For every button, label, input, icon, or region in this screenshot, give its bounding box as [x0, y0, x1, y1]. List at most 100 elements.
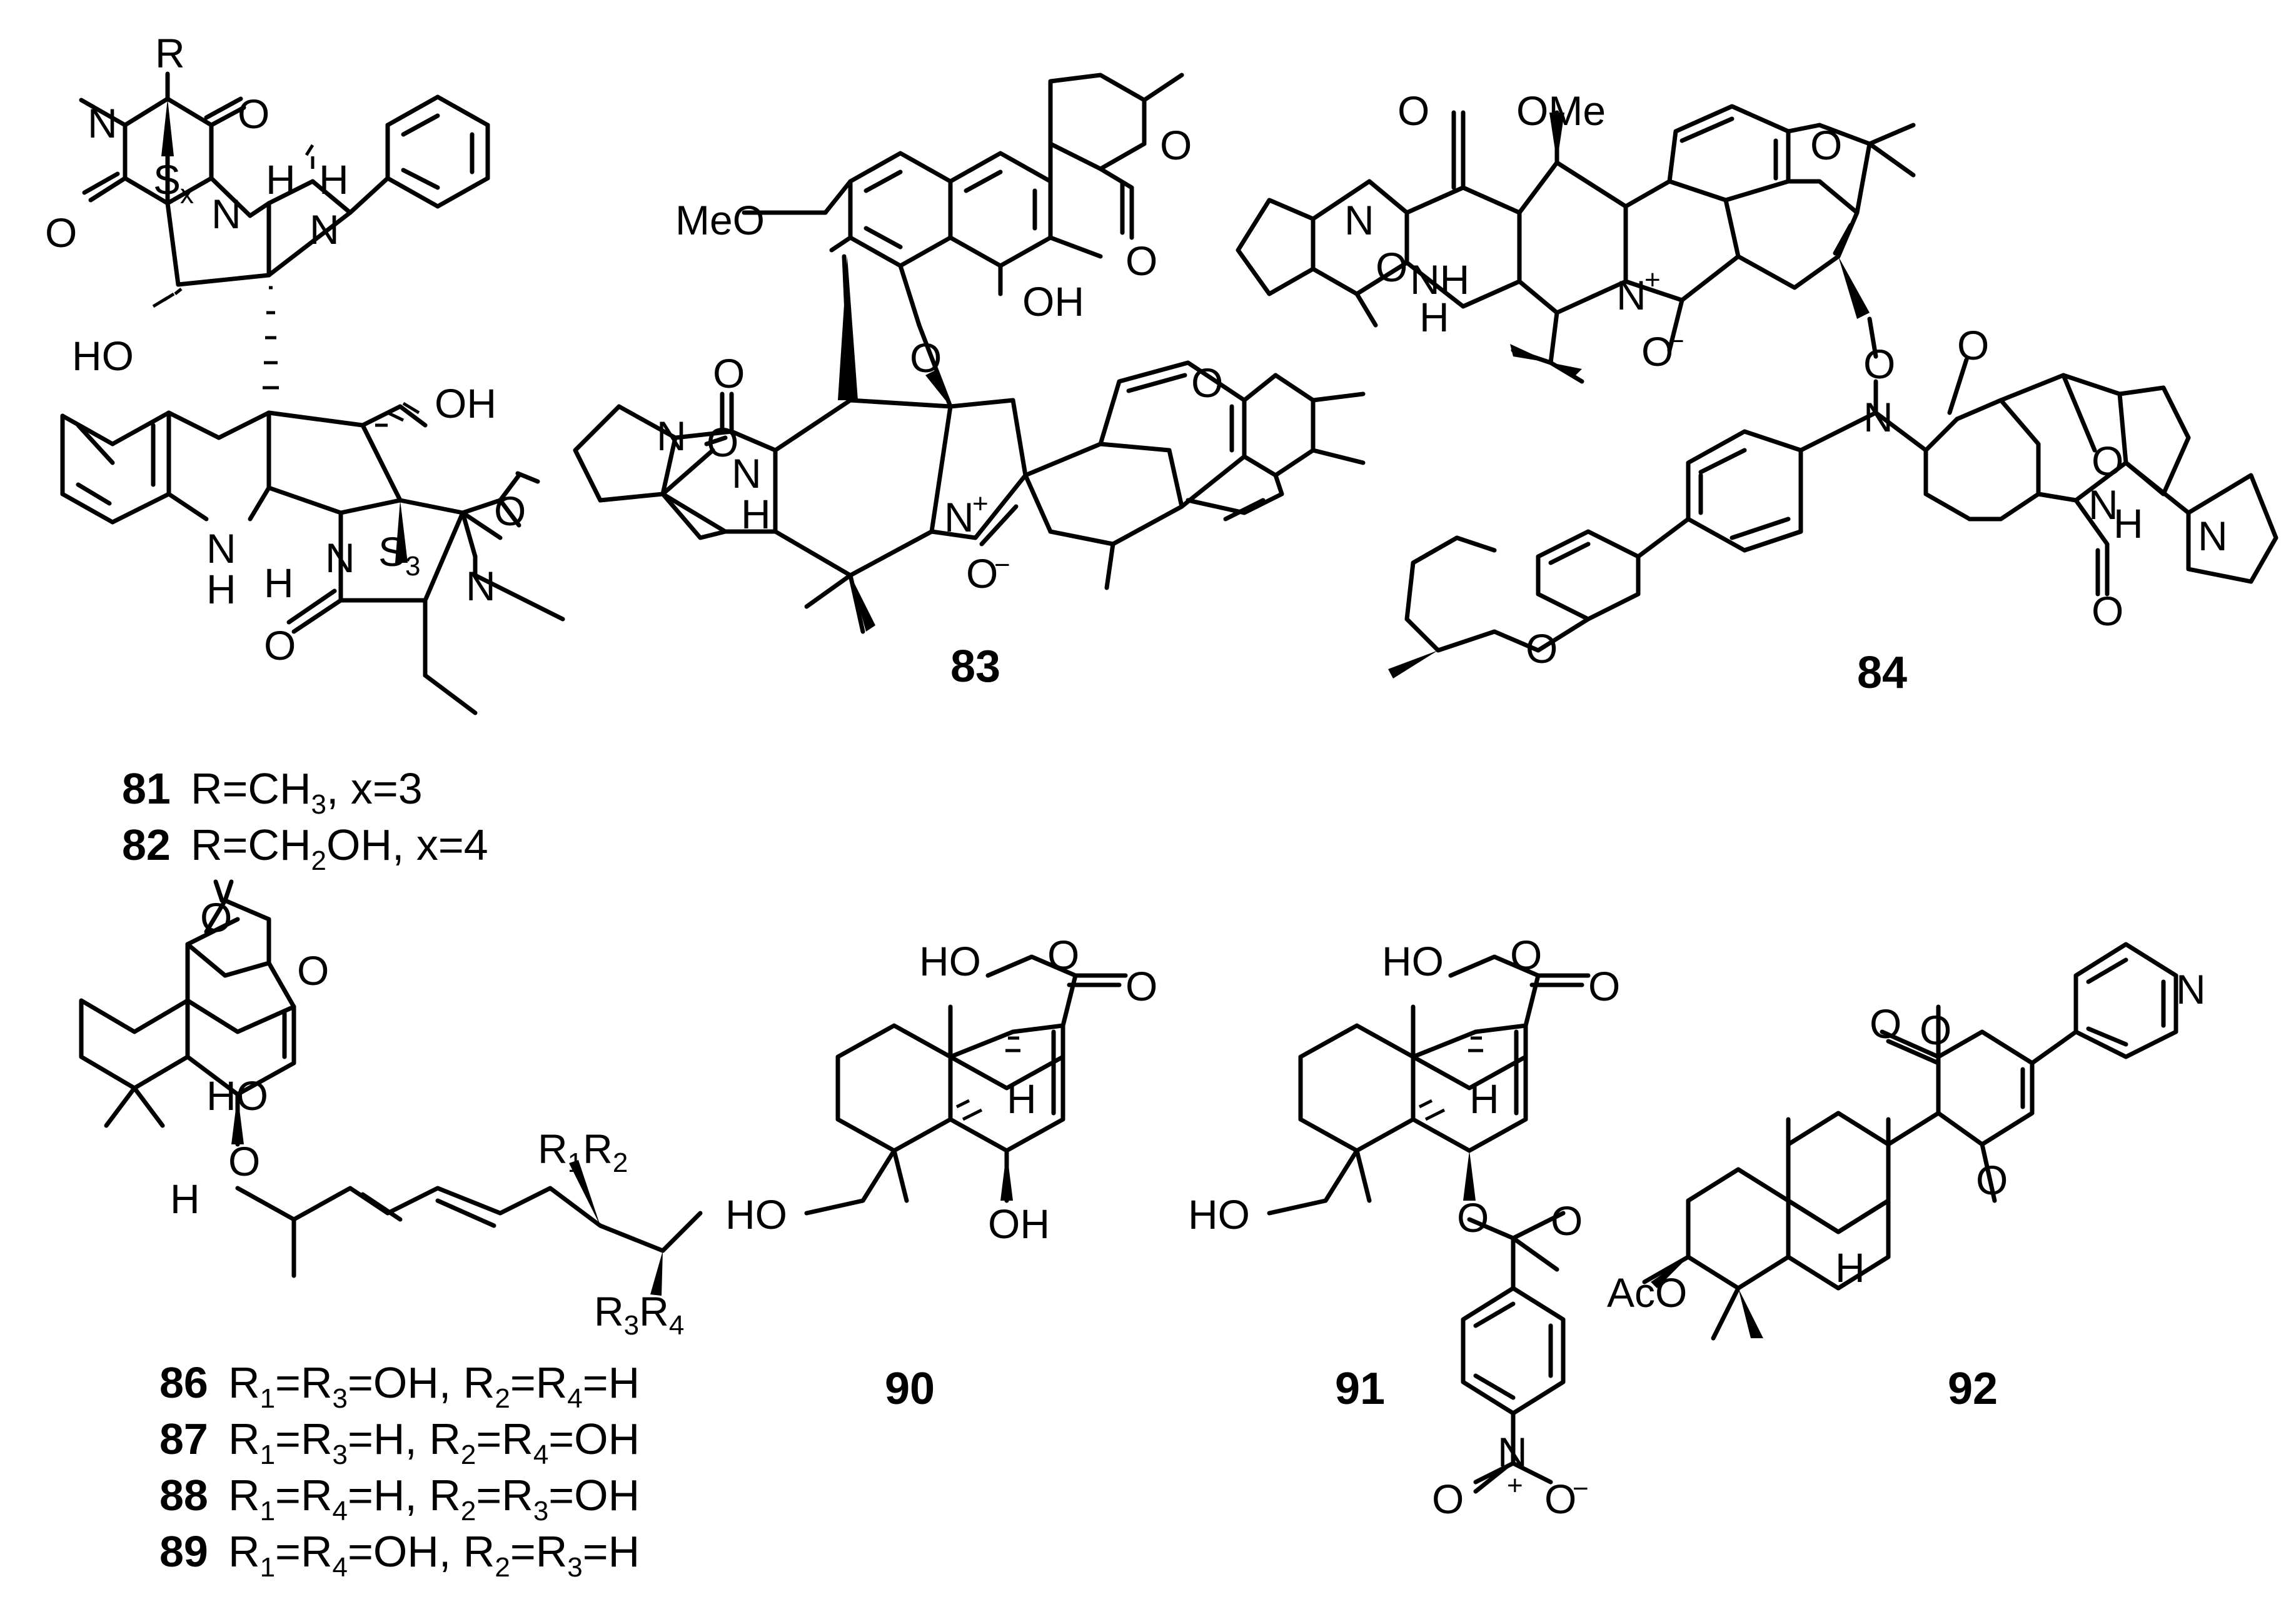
compound-83-structure — [573, 73, 1366, 634]
atom-label-n: N — [466, 563, 496, 609]
compound-id-82: 82 — [122, 820, 171, 869]
compound-86-89-structure — [79, 879, 703, 1296]
compound-91-labels: HO O O H HO O O N + O O − — [1188, 932, 1620, 1522]
atom-label-o: O — [1191, 360, 1223, 406]
compound-id-84: 84 — [1857, 648, 1907, 698]
atom-label-o: O — [713, 350, 745, 396]
compound-84-labels: OMe O N O NH H O N + O − O N O O N H N O… — [1344, 88, 2228, 672]
atom-label-h: H — [319, 156, 349, 203]
compound-87-caption: R1=R3=H, R2=R4=OH — [228, 1415, 640, 1470]
compound-91-structure — [1267, 954, 1591, 1494]
r3-label: R3R4 — [594, 1288, 684, 1341]
compound-id-89: 89 — [159, 1527, 208, 1576]
compound-id-86: 86 — [159, 1358, 208, 1407]
atom-label-o: O — [1376, 244, 1407, 290]
atom-label-o: O — [1641, 328, 1673, 375]
wedge-bond — [925, 369, 950, 406]
atom-label-o: O — [1544, 1476, 1576, 1522]
wedge-bond — [1463, 1151, 1476, 1201]
compound-id-90: 90 — [885, 1364, 935, 1414]
atom-label-o: O — [1976, 1157, 2008, 1203]
atom-label-h: H — [1835, 1244, 1865, 1291]
atom-label-minus: − — [1573, 1473, 1589, 1504]
atom-label-n: N — [944, 494, 974, 540]
compound-92-structure — [1642, 942, 2178, 1341]
atom-label-n: N — [2176, 966, 2206, 1012]
atom-label-o: O — [238, 91, 269, 137]
atom-label-o: O — [1432, 1476, 1464, 1522]
atom-label-o: O — [1047, 932, 1079, 978]
atom-label-o: O — [1397, 88, 1429, 134]
compound-84-structure — [1236, 104, 2278, 678]
atom-label-oh: OH — [988, 1201, 1050, 1247]
atom-label-o: O — [228, 1138, 260, 1184]
atom-label-s: S — [378, 528, 406, 575]
atom-label-n: N — [211, 191, 241, 237]
atom-label-plus: + — [1507, 1470, 1523, 1501]
compound-81-caption: R=CH3, x=3 — [191, 764, 423, 820]
compound-81-82-structure — [60, 71, 565, 715]
atom-label-h: H — [170, 1176, 200, 1222]
atom-label-o: O — [1125, 238, 1157, 284]
wedge-bond — [1838, 256, 1870, 319]
wedge-bond — [850, 575, 875, 632]
atom-label-n: N — [657, 413, 687, 459]
compound-id-83: 83 — [950, 642, 1000, 692]
atom-label-ho: HO — [725, 1191, 787, 1238]
wedge-bond — [161, 99, 174, 156]
compound-81-82-labels: R N O O S x N H H N HO OH N H H N S 3 O … — [45, 30, 526, 668]
wedge-bond — [1388, 650, 1438, 678]
atom-label-s: S — [153, 156, 181, 203]
wedge-bond — [650, 1251, 663, 1296]
atom-label-h: H — [1419, 294, 1449, 340]
atom-label-nh: NH — [1410, 256, 1469, 303]
atom-label-ho: HO — [206, 1072, 268, 1119]
wedge-bond — [1551, 363, 1582, 375]
atom-label-n: N — [88, 100, 118, 146]
atom-label-n: N — [1616, 272, 1646, 318]
compound-86-caption: R1=R3=OH, R2=R4=H — [228, 1358, 640, 1414]
atom-label-o: O — [1526, 625, 1558, 672]
atom-label-h: H — [741, 491, 771, 537]
atom-label-ho: HO — [1382, 938, 1444, 984]
atom-label-n: N — [1498, 1429, 1528, 1475]
atom-label-ome: OMe — [1516, 88, 1606, 134]
atom-label-n: N — [206, 525, 236, 572]
atom-label-n: N — [732, 450, 762, 497]
atom-label-h: H — [266, 156, 296, 203]
atom-label-o: O — [494, 488, 526, 534]
compound-id-91: 91 — [1335, 1364, 1385, 1414]
wedge-bond — [395, 500, 408, 563]
atom-label-meo: MeO — [675, 197, 765, 243]
wedge-bond — [1000, 1151, 1013, 1201]
atom-label-ho: HO — [72, 333, 134, 379]
compound-81-82-captions: 81 R=CH3, x=3 82 R=CH2OH, x=4 — [122, 764, 488, 876]
atom-label-minus: − — [994, 550, 1010, 580]
wedge-bond — [231, 1094, 244, 1144]
atom-label-h: H — [264, 560, 294, 606]
atom-label-plus: + — [972, 488, 989, 519]
compound-83-labels: MeO O O OH O O N O N H O N + O − — [657, 122, 1223, 597]
atom-label-o: O — [966, 550, 998, 597]
atom-label-aco: AcO — [1607, 1269, 1687, 1316]
atom-label-o: O — [1957, 322, 1989, 368]
wedge-bond — [838, 256, 858, 400]
atom-label-o: O — [45, 209, 77, 256]
wedge-bond — [569, 1160, 600, 1226]
atom-label-o: O — [1457, 1194, 1489, 1241]
wedge-bond — [1738, 1288, 1763, 1338]
atom-label-o: O — [1160, 122, 1192, 168]
compound-82-caption: R=CH2OH, x=4 — [191, 820, 488, 876]
atom-label-o: O — [1588, 963, 1620, 1009]
atom-label-o: O — [1510, 932, 1542, 978]
compound-id-81: 81 — [122, 764, 171, 813]
atom-label-subscript-3: 3 — [405, 551, 420, 582]
atom-label-n: N — [1863, 394, 1893, 440]
wedge-bond — [1651, 1257, 1688, 1288]
atom-label-o: O — [2092, 588, 2123, 634]
atom-label-o: O — [1870, 1001, 1901, 1047]
atom-label-r: R — [155, 30, 185, 76]
compound-86-89-captions: 86 R1=R3=OH, R2=R4=H 87 R1=R3=H, R2=R4=O… — [159, 1358, 640, 1583]
